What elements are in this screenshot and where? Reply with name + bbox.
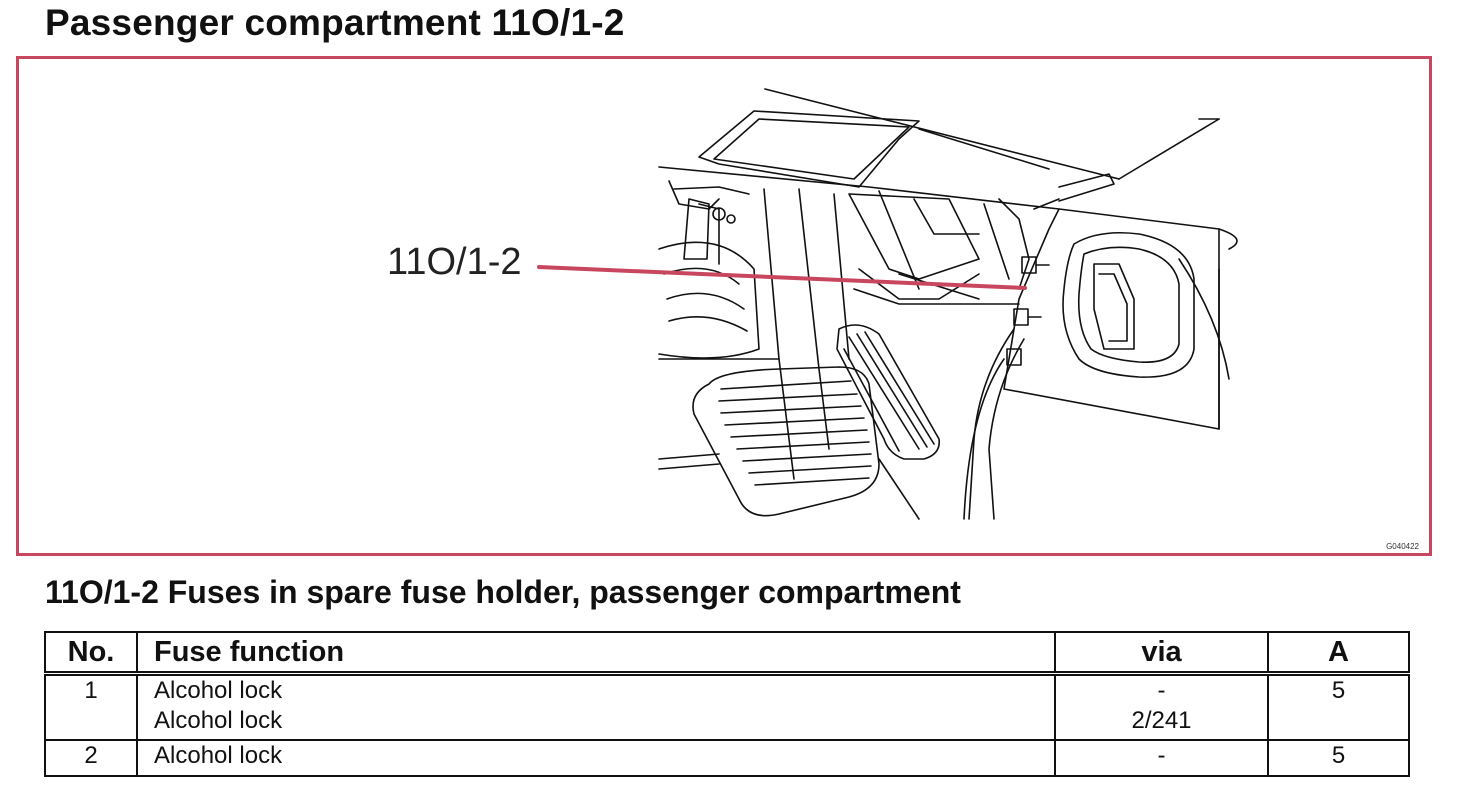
row-via: - (1054, 738, 1269, 777)
via-line: - (1157, 741, 1166, 769)
line-drawing (658, 88, 1238, 520)
via-line: - (1157, 677, 1166, 704)
table-row: 1 Alcohol lock Alcohol lock - 2/241 5 (44, 672, 1410, 741)
row-function: Alcohol lock (136, 738, 1056, 777)
header-function: Fuse function (136, 631, 1056, 676)
callout-label: 11O/1-2 (387, 241, 522, 283)
row-no: 2 (44, 738, 138, 777)
callout-line (537, 265, 1027, 290)
row-amp: 5 (1267, 738, 1410, 777)
table-header-row: No. Fuse function via A (44, 631, 1410, 676)
fuse-table: No. Fuse function via A 1 Alcohol lock A… (44, 631, 1410, 777)
via-line: 2/241 (1131, 707, 1192, 734)
header-via: via (1054, 631, 1269, 676)
function-line: Alcohol lock (154, 741, 283, 769)
row-amp: 5 (1267, 672, 1410, 741)
page-title: Passenger compartment 11O/1-2 (45, 2, 625, 43)
row-no: 1 (44, 672, 138, 741)
header-no: No. (44, 631, 138, 676)
table-row: 2 Alcohol lock - 5 (44, 738, 1410, 777)
function-line: Alcohol lock (154, 707, 283, 734)
section-title: 11O/1-2 Fuses in spare fuse holder, pass… (45, 574, 961, 610)
function-line: Alcohol lock (154, 677, 283, 704)
figure-code: G040422 (1386, 542, 1419, 551)
header-amp: A (1267, 631, 1410, 676)
row-via: - 2/241 (1054, 672, 1269, 741)
figure-frame: 11O/1-2 G040422 (16, 56, 1432, 556)
row-function: Alcohol lock Alcohol lock (136, 672, 1056, 741)
pedal-area-illustration (537, 88, 1238, 520)
